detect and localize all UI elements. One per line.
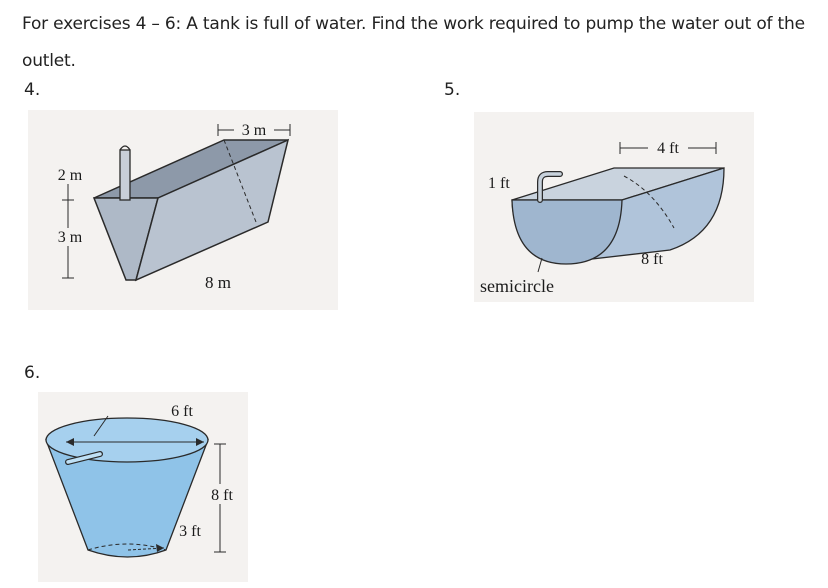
label-radius: 4 ft [657, 140, 679, 157]
hidden-edge [623, 175, 675, 229]
semicircle-pointer [537, 257, 543, 273]
exercise-6-number: 6. [24, 363, 41, 383]
label-length: 8 m [205, 273, 231, 292]
outlet-pipe [119, 149, 131, 201]
label-top-diameter: 6 ft [171, 403, 193, 420]
label-outlet-height: 1 ft [488, 175, 510, 192]
label-lower-height: 3 m [58, 229, 83, 246]
hidden-edge [223, 139, 257, 223]
exercise-5-tank-diagram: 1 ft 4 ft 8 ft semicircle [474, 112, 754, 302]
tank-side-face [134, 138, 290, 282]
label-bottom-diameter: 3 ft [179, 523, 201, 540]
exercise-4-tank-diagram: 3 m 2 m 3 m 8 m [28, 110, 338, 310]
label-shape: semicircle [480, 276, 554, 296]
semicircle-end-face [511, 199, 623, 265]
label-height: 8 ft [211, 487, 233, 504]
exercise-4-number: 4. [24, 80, 41, 100]
cone-top-rim [45, 417, 209, 463]
exercise-5-number: 5. [444, 80, 461, 100]
exercise-6-tank-diagram: 6 ft 8 ft 3 ft [38, 392, 248, 582]
instructions-text: For exercises 4 – 6: A tank is full of w… [22, 14, 805, 71]
label-top-width: 3 m [242, 122, 267, 139]
label-length: 8 ft [641, 251, 663, 268]
label-upper-height: 2 m [58, 167, 83, 184]
